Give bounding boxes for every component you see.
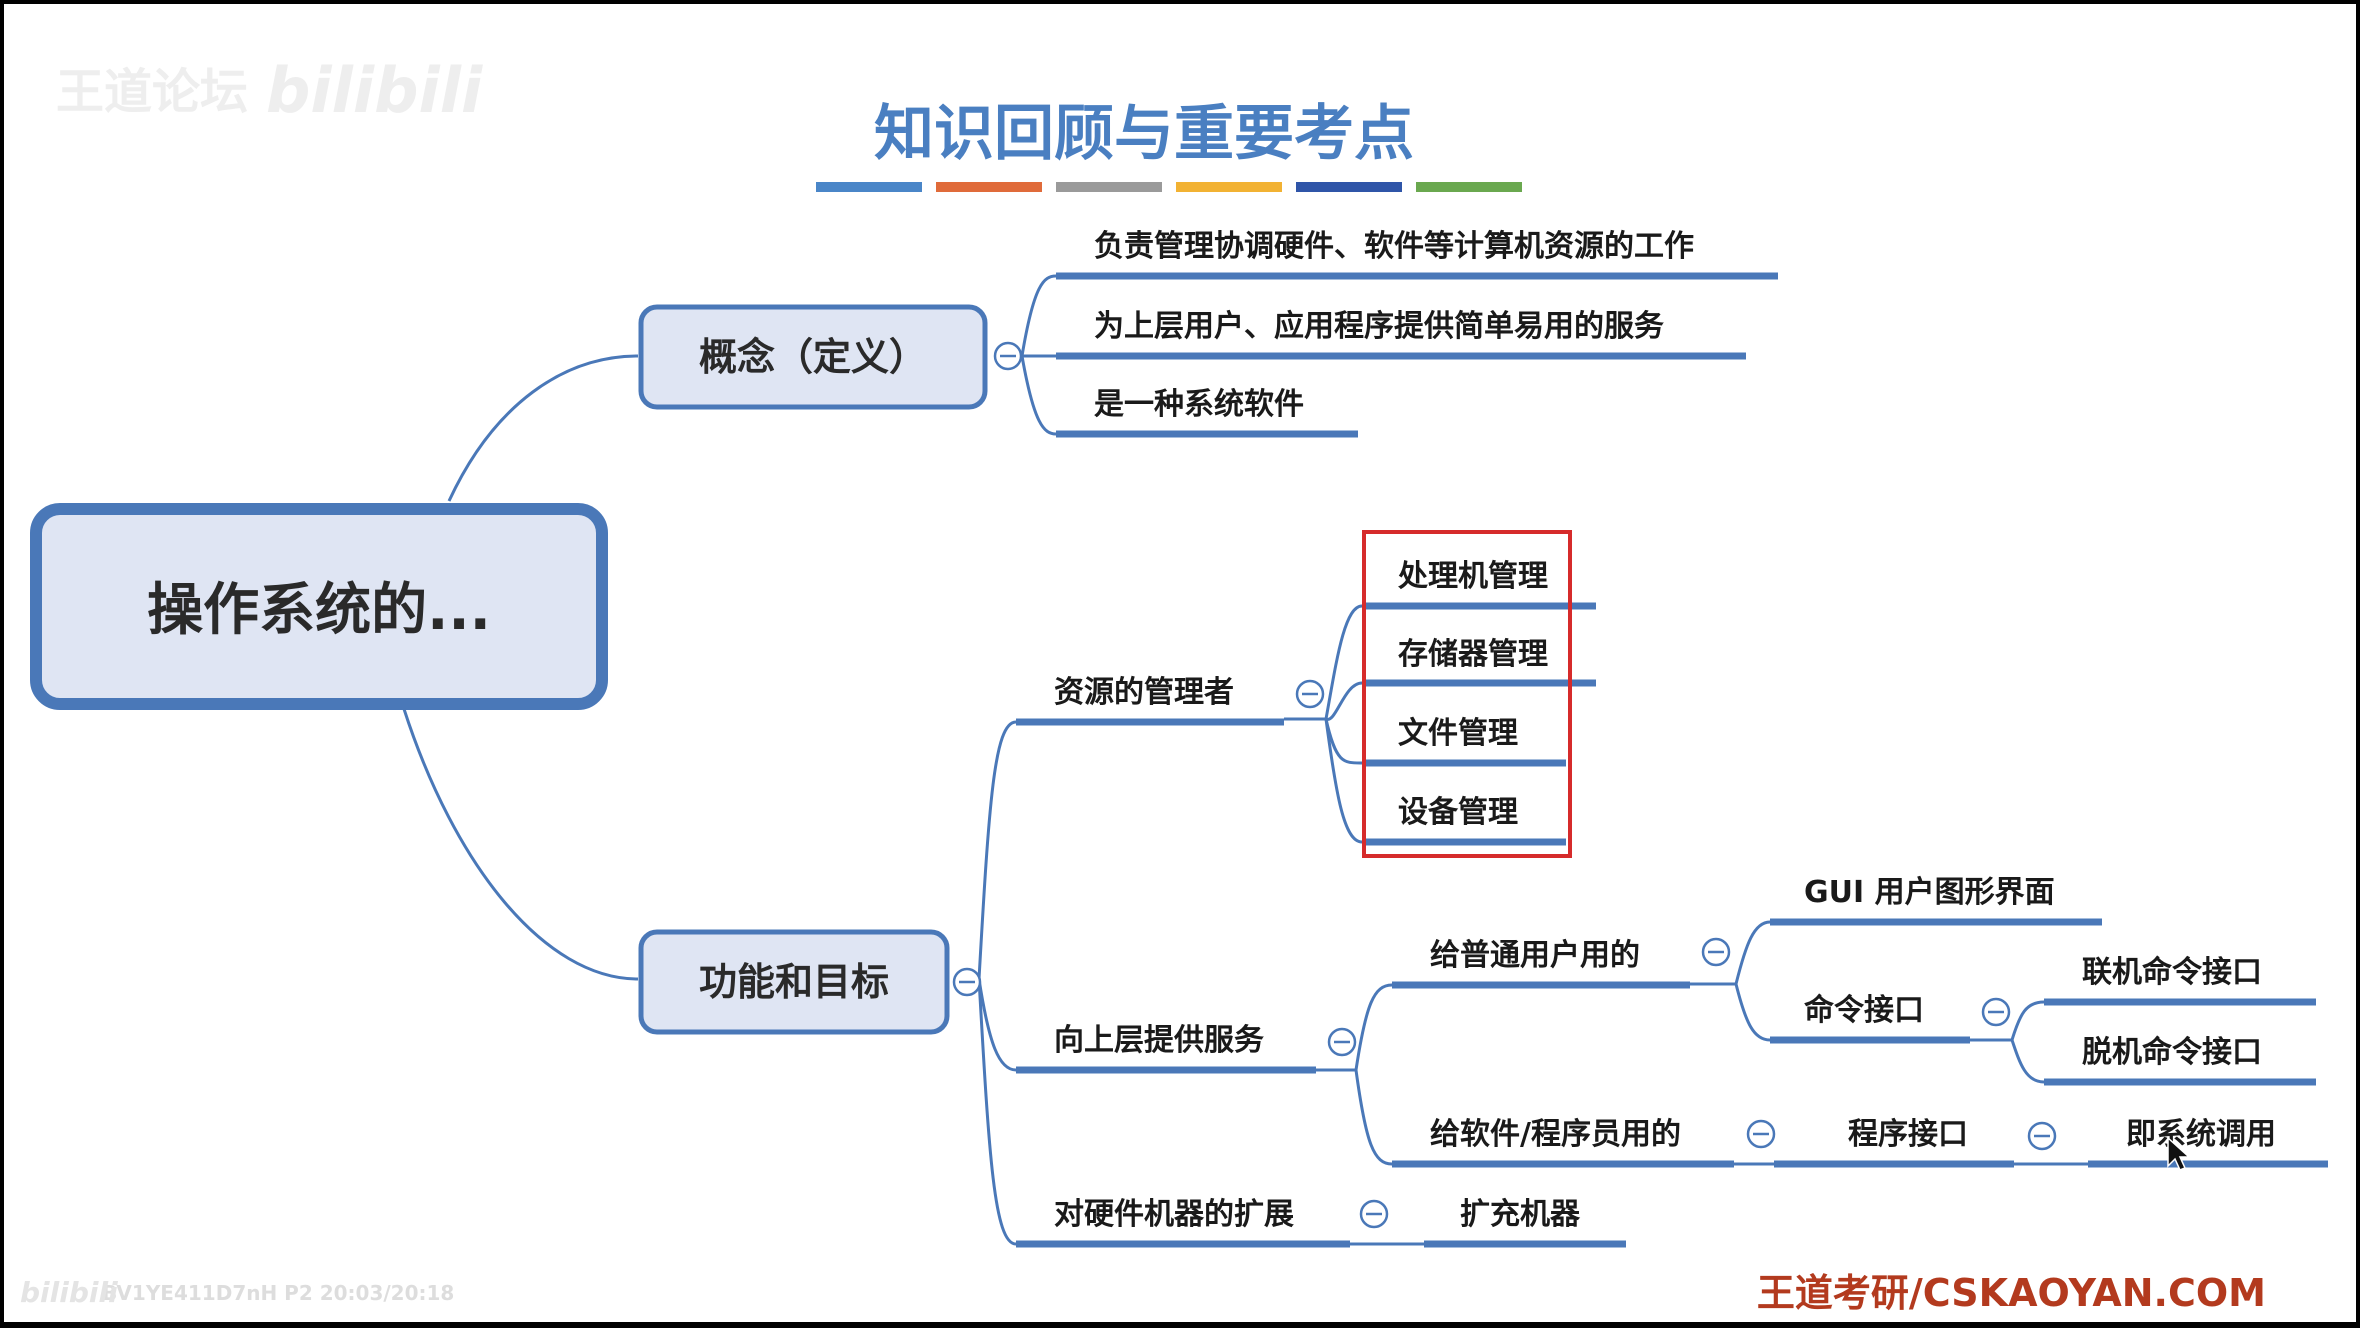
connectors	[402, 274, 2088, 1246]
functions-box[interactable]	[638, 929, 950, 1035]
concept-item-3: 是一种系统软件	[1094, 387, 1304, 422]
title-bar-segment	[816, 182, 922, 192]
resource-item-memory: 存储器管理	[1398, 637, 1548, 672]
programmers-collapse-toggle[interactable]	[1746, 1119, 1776, 1149]
root-label: 操作系统的...	[147, 578, 491, 643]
resource-manager-collapse-toggle[interactable]	[1295, 679, 1325, 709]
services-label: 向上层提供服务	[1054, 1023, 1264, 1058]
users-label: 给普通用户用的	[1430, 938, 1640, 973]
syscall-label: 即系统调用	[2126, 1117, 2276, 1152]
extension-item: 扩充机器	[1460, 1197, 1581, 1232]
concept-collapse-toggle[interactable]	[993, 341, 1023, 371]
slide: 王道论坛 bilibili BV1YE411D7nH P2 20:03/20:1…	[4, 4, 2356, 1322]
root-box[interactable]	[30, 503, 608, 710]
programmers-label: 给软件/程序员用的	[1430, 1117, 1681, 1152]
program-interface-collapse-toggle[interactable]	[2027, 1121, 2057, 1151]
mouse-cursor-icon	[2167, 1136, 2191, 1171]
users-collapse-toggle[interactable]	[1701, 937, 1731, 967]
extension-label: 对硬件机器的扩展	[1054, 1197, 1294, 1232]
resource-item-processor: 处理机管理	[1397, 559, 1548, 594]
online-command-label: 联机命令接口	[2082, 955, 2262, 990]
title-bar-segment	[1296, 182, 1402, 192]
title-bar-segment	[936, 182, 1042, 192]
highlight-box	[1362, 530, 1572, 858]
resource-manager-label: 资源的管理者	[1054, 675, 1234, 710]
command-interface-collapse-toggle[interactable]	[1981, 997, 2011, 1027]
functions-collapse-toggle[interactable]	[952, 967, 982, 997]
title-bar-segment	[1056, 182, 1162, 192]
program-interface-label: 程序接口	[1848, 1117, 1968, 1152]
gui-label: GUI 用户图形界面	[1804, 875, 2055, 910]
mind-map: 王道论坛 bilibili BV1YE411D7nH P2 20:03/20:1…	[20, 54, 2328, 1315]
title-bar-segment	[1176, 182, 1282, 192]
concept-box[interactable]	[638, 304, 988, 410]
resource-item-file: 文件管理	[1398, 716, 1518, 751]
page-title: 知识回顾与重要考点	[874, 99, 1414, 169]
watermark-bilibili-small: bilibili	[20, 1276, 118, 1309]
underlines	[1016, 272, 2328, 1248]
title-bar-segment	[1416, 182, 1522, 192]
extension-collapse-toggle[interactable]	[1359, 1199, 1389, 1229]
watermark-bilibili: bilibili	[266, 54, 483, 127]
offline-command-label: 脱机命令接口	[2082, 1035, 2262, 1070]
concept-label: 概念（定义）	[699, 335, 927, 379]
services-collapse-toggle[interactable]	[1327, 1027, 1357, 1057]
video-info: BV1YE411D7nH P2 20:03/20:18	[102, 1281, 454, 1305]
concept-item-2: 为上层用户、应用程序提供简单易用的服务	[1094, 309, 1664, 344]
resource-item-device: 设备管理	[1398, 795, 1518, 830]
command-interface-label: 命令接口	[1804, 993, 1924, 1028]
watermark-logo: 王道论坛	[56, 64, 248, 120]
title-color-bar	[816, 182, 1522, 192]
concept-item-1: 负责管理协调硬件、软件等计算机资源的工作	[1094, 229, 1694, 264]
footer-brand: 王道考研/CSKAOYAN.COM	[1757, 1271, 2266, 1315]
functions-label: 功能和目标	[699, 960, 889, 1004]
